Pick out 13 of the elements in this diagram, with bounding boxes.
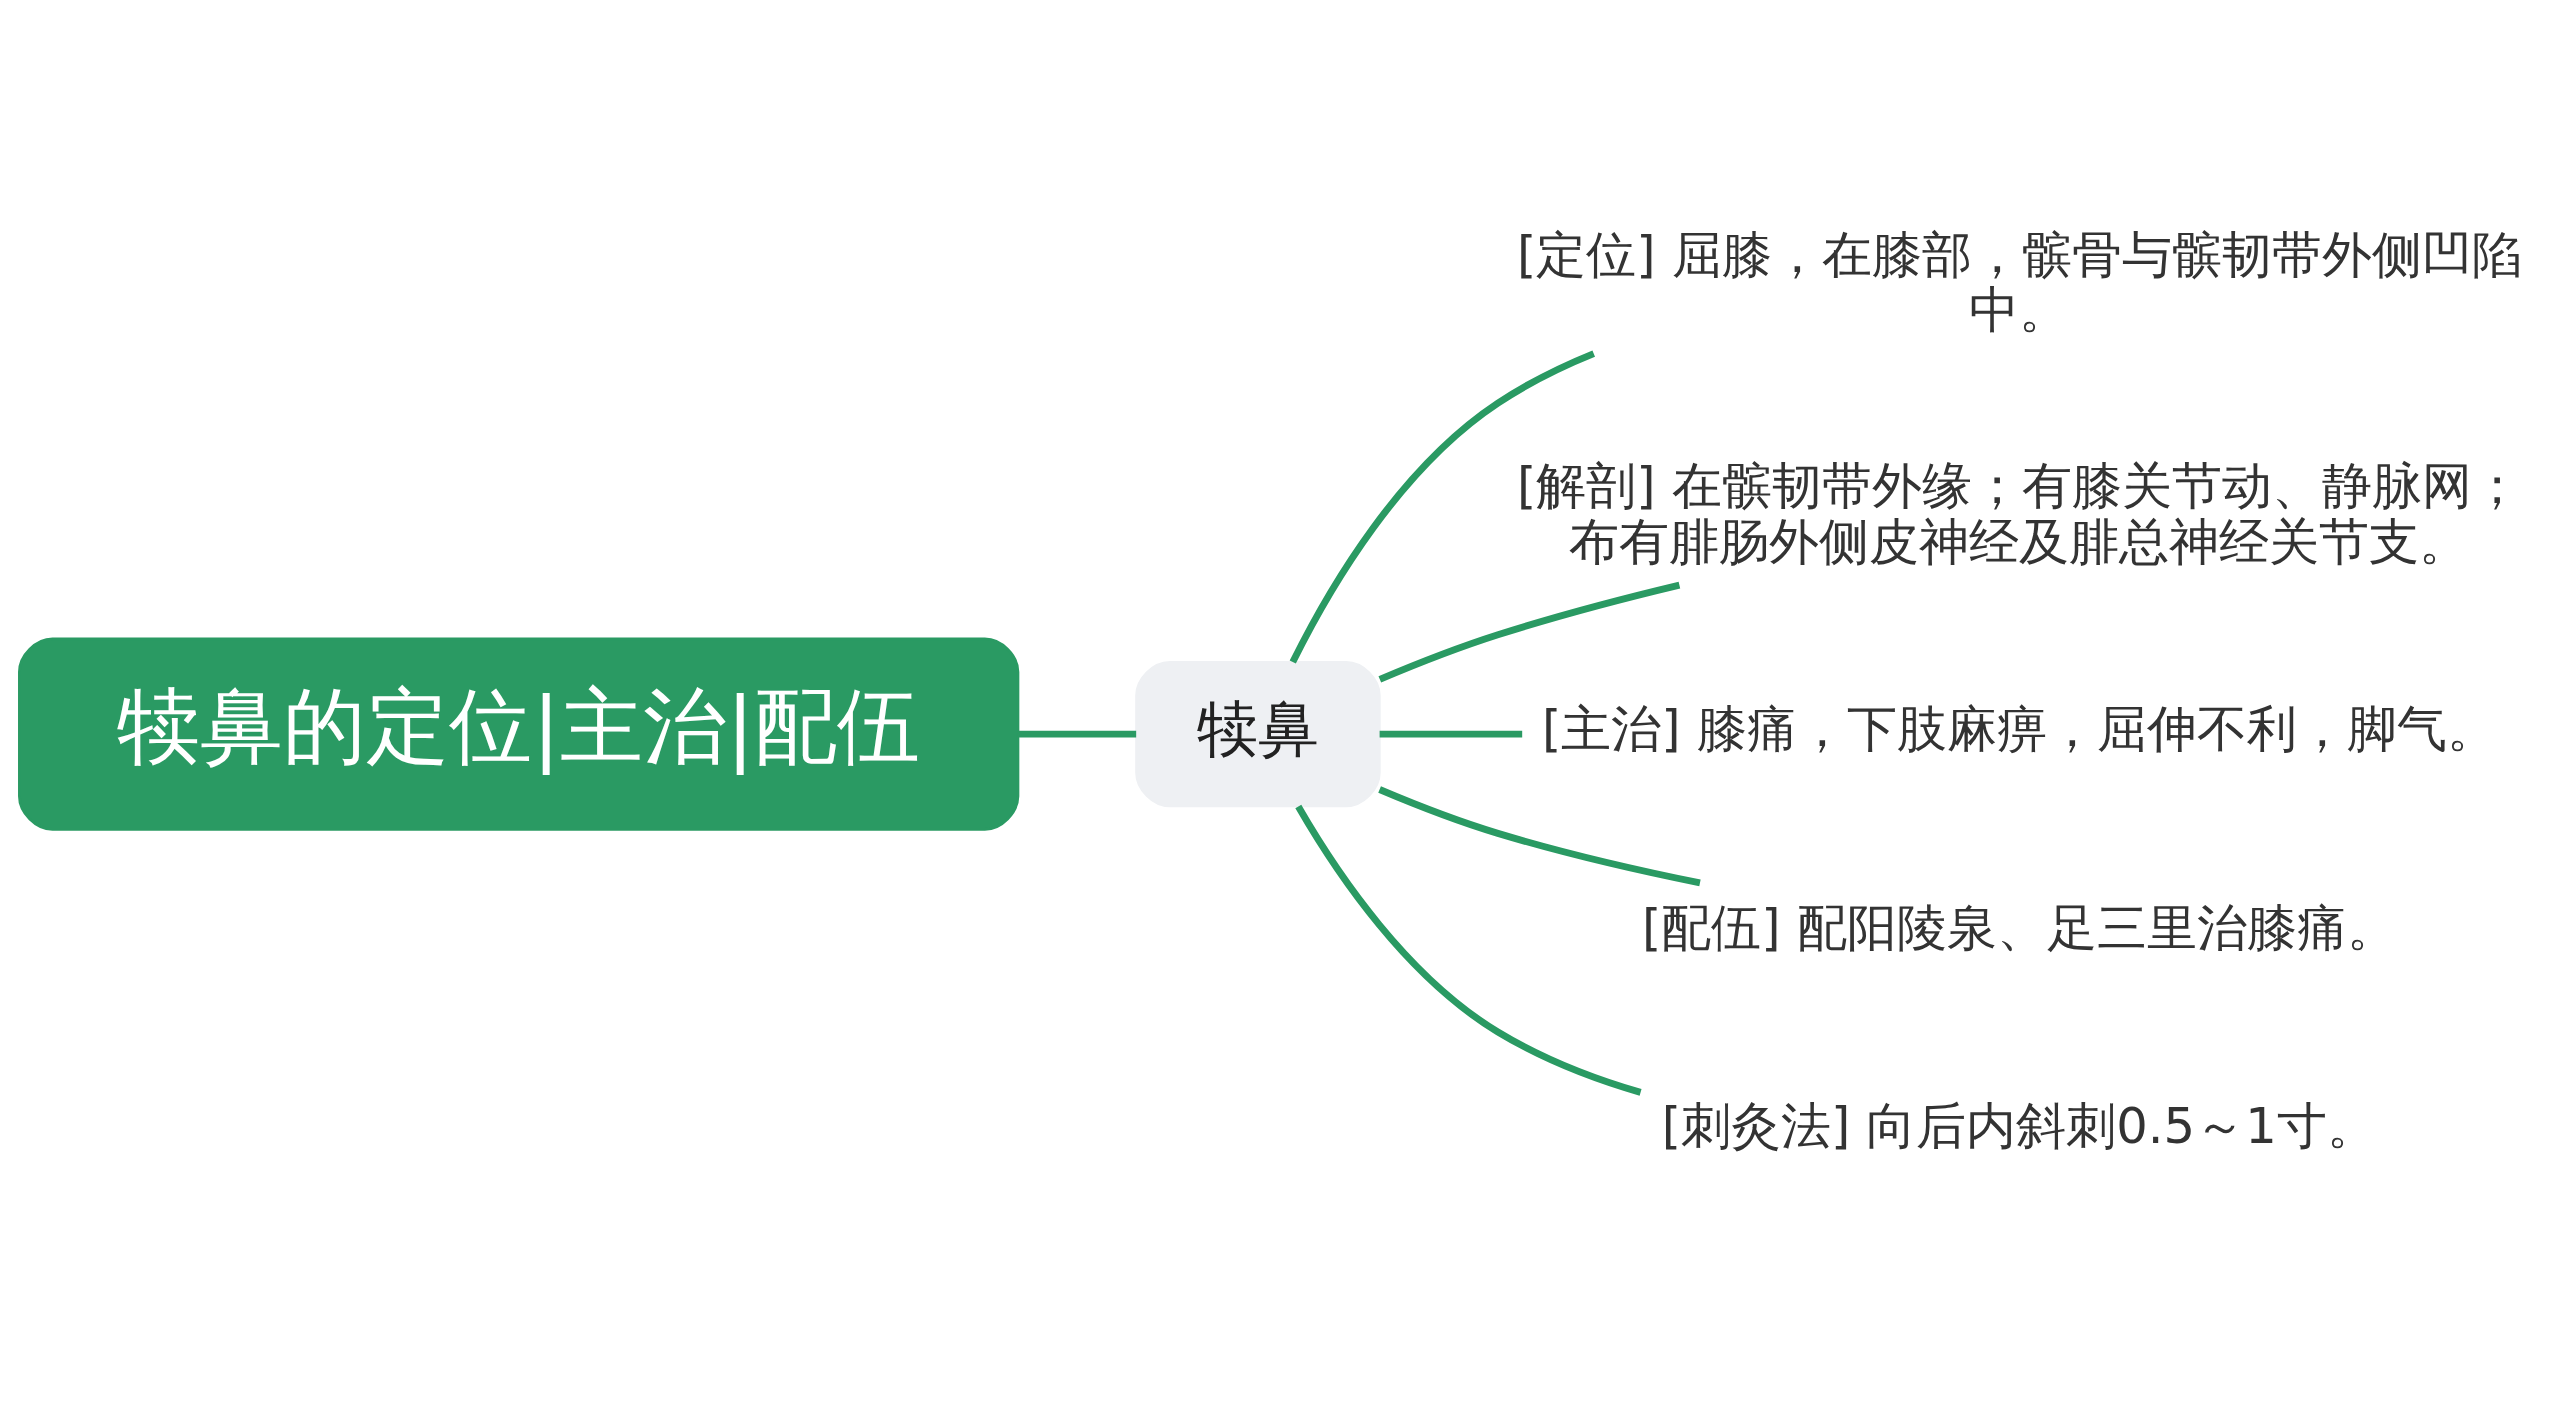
connector xyxy=(1295,804,1642,1096)
connector xyxy=(1289,350,1596,664)
node-text: [配伍] 配阳陵泉、足三里治膝痛。 xyxy=(1642,898,2397,957)
connector xyxy=(1017,730,1137,738)
node-text: [解剖] 在髌韧带外缘；有膝关节动、静脉网；布有腓肠外侧皮神经及腓总神经关节支。 xyxy=(1517,457,2522,571)
node-box: 犊鼻 xyxy=(1135,661,1381,808)
node-text: [主治] 膝痛，下肢麻痹，屈伸不利，脚气。 xyxy=(1542,700,2497,759)
node-box: 犊鼻的定位|主治|配伍 xyxy=(18,637,1020,831)
connector xyxy=(1379,730,1523,738)
node-text: [刺灸法] 向后内斜刺0.5～1寸。 xyxy=(1661,1097,2377,1156)
connector xyxy=(1378,581,1681,683)
connector xyxy=(1378,786,1701,887)
node-text: [定位] 屈膝，在膝部，髌骨与髌韧带外侧凹陷中。 xyxy=(1517,225,2522,339)
